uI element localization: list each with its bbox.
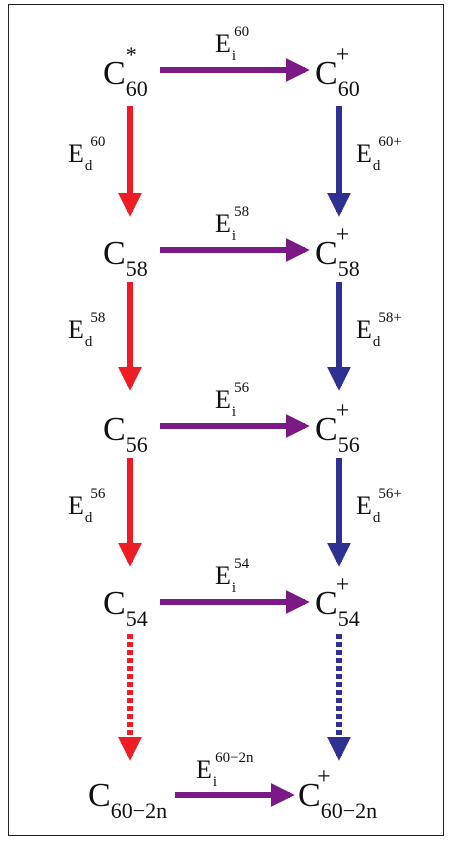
label-ionization-58: Ei58 — [215, 204, 249, 244]
node-c58: C58 — [103, 235, 148, 281]
label-ion-decay-58: Ed58+ — [356, 310, 402, 350]
node-c54-ion: C54+ — [315, 572, 360, 631]
node-c60-2n-ion: C60−2n+ — [298, 764, 377, 823]
node-c60-ion: C60+ — [315, 42, 360, 101]
label-neutral-decay-60: Ed60 — [68, 134, 105, 174]
node-c60-2n: C60−2n — [88, 777, 167, 823]
node-c56-ion: C56+ — [315, 398, 360, 457]
label-ion-decay-60: Ed60+ — [356, 134, 402, 174]
label-neutral-decay-58: Ed58 — [68, 310, 105, 350]
label-ionization-60: Ei60 — [215, 24, 249, 64]
diagram-frame — [8, 4, 444, 836]
node-c54: C54 — [103, 585, 148, 631]
label-ion-decay-56: Ed56+ — [356, 486, 402, 526]
node-c56: C56 — [103, 411, 148, 457]
label-ionization-60-2n: Ei60−2n — [196, 750, 254, 790]
label-ionization-54: Ei54 — [215, 556, 250, 596]
label-ionization-56: Ei56 — [215, 380, 250, 420]
label-neutral-decay-56: Ed56 — [68, 486, 106, 526]
node-c60-excited: C60* — [103, 42, 148, 101]
node-c58-ion: C58+ — [315, 222, 360, 281]
